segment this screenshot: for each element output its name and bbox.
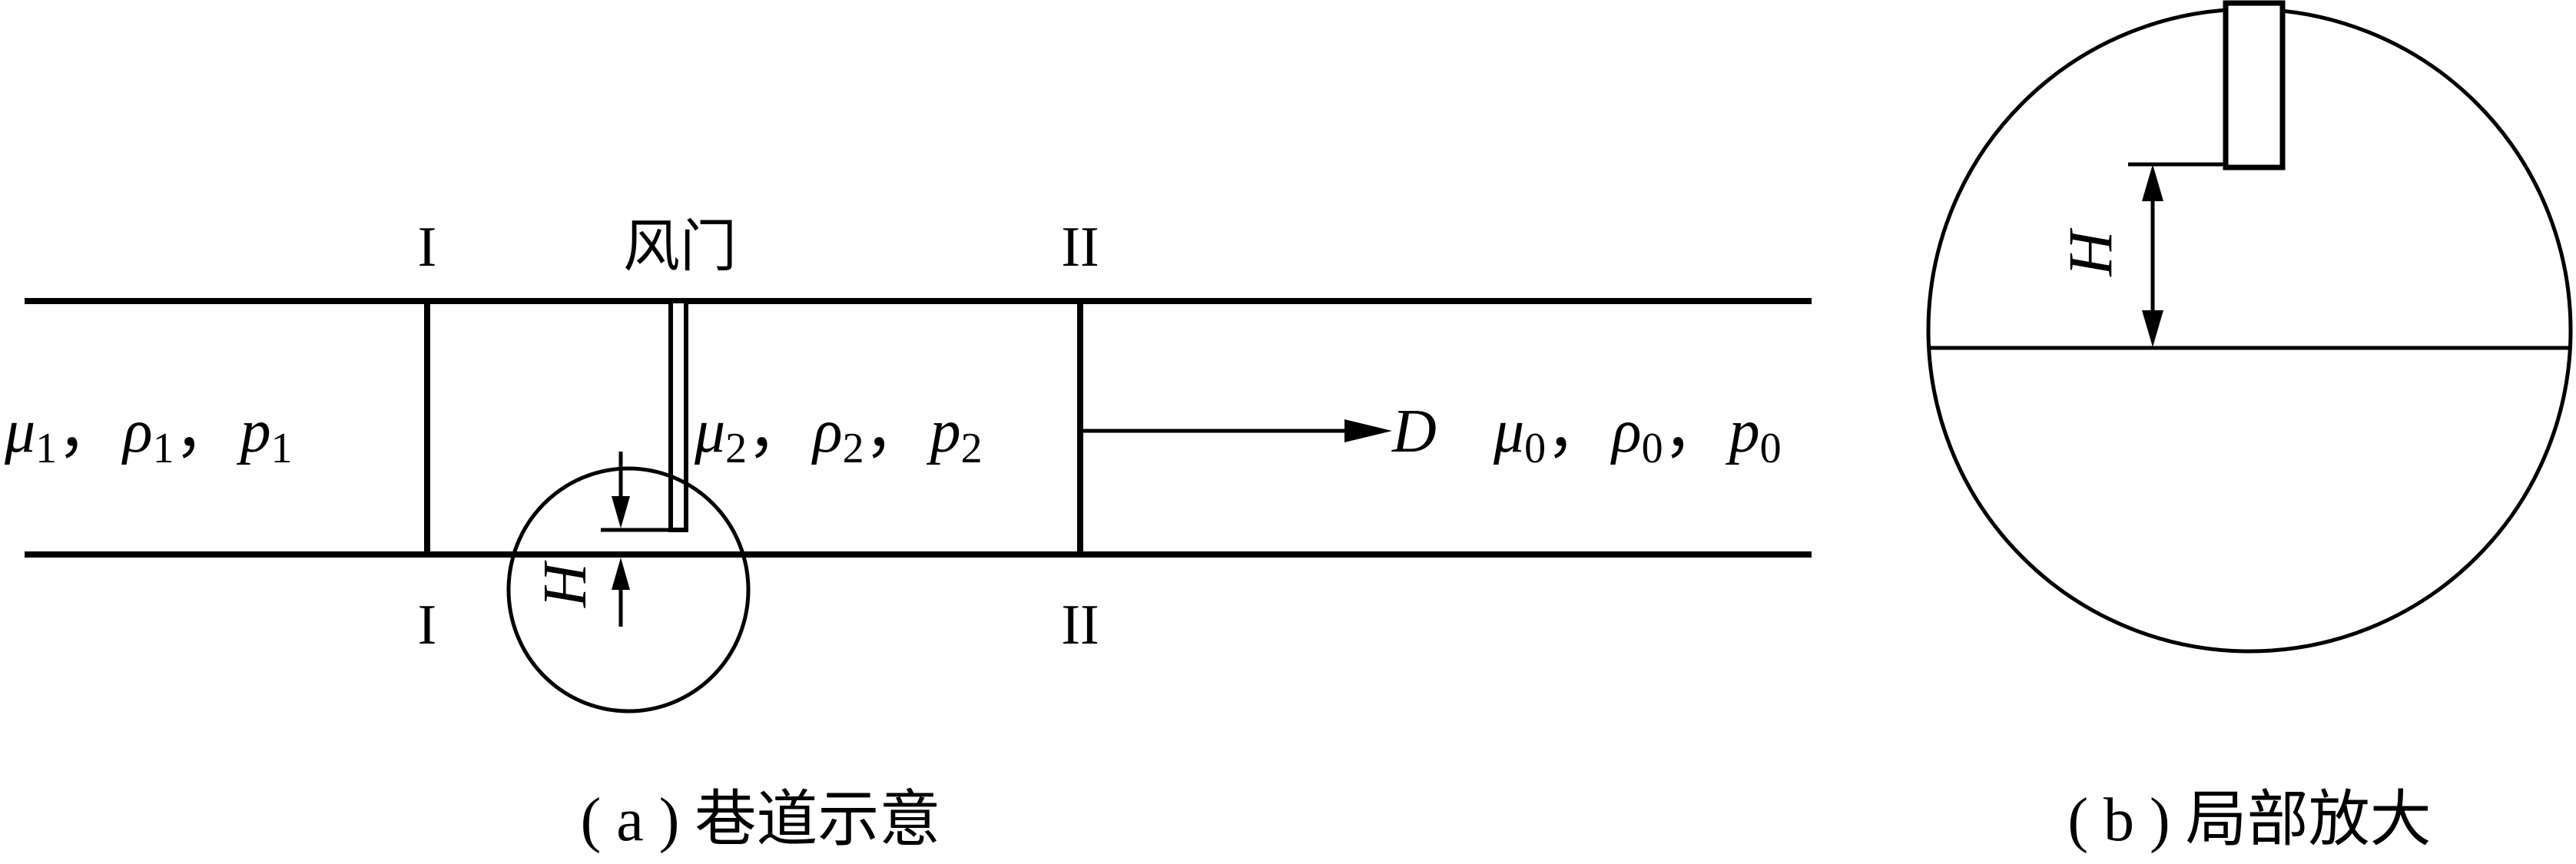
caption-a: ( a ) 巷道示意 bbox=[581, 786, 941, 854]
region-0-mu: μ bbox=[1493, 398, 1524, 465]
region-0-params: μ0，ρ0，p0 bbox=[1493, 398, 1782, 472]
section-2-bottom-label: II bbox=[1061, 594, 1099, 657]
zoom-gap-label-h: H bbox=[2055, 228, 2125, 277]
region-2-rho: ρ bbox=[811, 398, 842, 465]
zoom-detail bbox=[1926, 0, 2573, 654]
region-0-p: p bbox=[1726, 398, 1760, 465]
region-1-params: μ1，ρ1，p1 bbox=[4, 398, 293, 472]
roadway-diagram bbox=[25, 298, 1812, 713]
region-1-rho: ρ bbox=[121, 398, 152, 465]
region-1-sep-2: ， bbox=[174, 398, 236, 465]
region-1-mu: μ bbox=[4, 398, 35, 465]
h-arrow-up-head bbox=[612, 558, 630, 590]
gap-label-h: H bbox=[532, 560, 599, 608]
region-2-p: p bbox=[927, 398, 961, 465]
region-2-params: μ2，ρ2，p2 bbox=[694, 398, 983, 472]
zoom-air-door bbox=[2223, 0, 2286, 170]
air-door bbox=[668, 299, 688, 532]
region-1-sep-1: ， bbox=[57, 398, 118, 465]
flow-arrow-head bbox=[1344, 419, 1392, 442]
zoom-h-arrow-down-head bbox=[2142, 310, 2163, 347]
region-0-sep-1: ， bbox=[1546, 398, 1607, 465]
region-1-p-sub: 1 bbox=[271, 425, 293, 472]
region-0-p-sub: 0 bbox=[1760, 425, 1782, 472]
region-1-rho-sub: 1 bbox=[153, 425, 174, 472]
region-2-mu: μ bbox=[694, 398, 725, 465]
zoom-circle bbox=[506, 466, 751, 713]
region-2-sep-2: ， bbox=[864, 398, 926, 465]
endpoint-d-label: D bbox=[1391, 398, 1437, 465]
air-door-label: 风门 bbox=[623, 216, 737, 279]
section-2-top-label: II bbox=[1061, 216, 1099, 279]
region-0-mu-sub: 0 bbox=[1524, 425, 1546, 472]
region-2-mu-sub: 2 bbox=[725, 425, 747, 472]
region-2-p-sub: 2 bbox=[961, 425, 983, 472]
section-1-top-label: I bbox=[418, 216, 437, 279]
region-1-p: p bbox=[237, 398, 271, 465]
zoom-h-arrow-up-head bbox=[2142, 164, 2163, 201]
section-1-bottom-label: I bbox=[418, 594, 437, 657]
region-0-rho: ρ bbox=[1610, 398, 1641, 465]
region-2-sep-1: ， bbox=[747, 398, 808, 465]
region-0-rho-sub: 0 bbox=[1642, 425, 1663, 472]
region-0-sep-2: ， bbox=[1663, 398, 1725, 465]
caption-b: ( b ) 局部放大 bbox=[2067, 786, 2431, 854]
region-2-rho-sub: 2 bbox=[843, 425, 864, 472]
region-1-mu-sub: 1 bbox=[35, 425, 57, 472]
h-arrow-down-head bbox=[612, 496, 630, 528]
